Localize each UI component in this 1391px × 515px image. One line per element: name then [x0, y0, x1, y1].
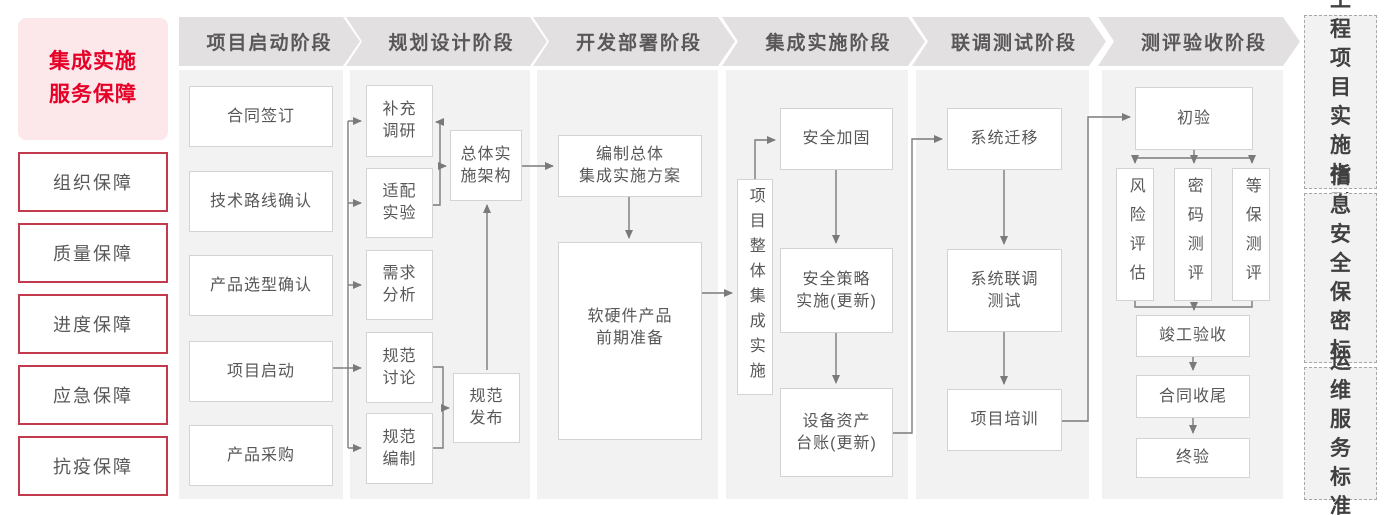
flow-step-spec-drafting: 规范 编制	[366, 413, 433, 484]
guarantee-item-organization: 组织保障	[18, 152, 168, 212]
phase-header-kickoff: 项目启动阶段	[179, 17, 360, 66]
phase-header-joint-test: 联调测试阶段	[912, 17, 1106, 66]
flow-step-contract-signing: 合同签订	[189, 86, 333, 147]
flow-step-final-acceptance: 终验	[1136, 438, 1250, 478]
phase-header-deployment: 开发部署阶段	[533, 17, 735, 66]
flow-step-asset-ledger-update: 设备资产 台账(更新)	[780, 388, 893, 477]
phase-header-planning: 规划设计阶段	[346, 17, 547, 66]
flow-step-overall-integration-plan: 编制总体 集成实施方案	[558, 135, 702, 197]
guarantee-item-emergency: 应急保障	[18, 365, 168, 425]
flow-step-risk-assessment: 风险评估	[1116, 168, 1154, 301]
flow-step-initial-acceptance: 初验	[1135, 87, 1253, 150]
guarantee-item-epidemic: 抗疫保障	[18, 436, 168, 496]
flow-step-crypto-evaluation: 密码测评	[1174, 168, 1212, 301]
flow-step-hw-sw-preparation: 软硬件产品 前期准备	[558, 242, 702, 440]
phase-header-integration: 集成实施阶段	[722, 17, 925, 66]
flow-step-security-policy-update: 安全策略 实施(更新)	[780, 248, 893, 333]
guarantee-item-quality: 质量保障	[18, 223, 168, 283]
flow-step-joint-debug-test: 系统联调 测试	[947, 249, 1062, 332]
flow-step-tech-route-confirm: 技术路线确认	[189, 171, 333, 232]
flow-step-project-training: 项目培训	[947, 389, 1062, 451]
flow-step-spec-discussion: 规范 讨论	[366, 332, 433, 403]
standard-information-security: 信息 安全 保密 标准	[1304, 165, 1377, 391]
flow-step-product-procurement: 产品采购	[189, 425, 333, 486]
flow-step-completion-acceptance: 竣工验收	[1136, 315, 1250, 357]
guarantee-item-schedule: 进度保障	[18, 294, 168, 354]
flow-step-system-migration: 系统迁移	[947, 108, 1062, 170]
flow-step-product-selection-confirm: 产品选型确认	[189, 255, 333, 316]
flow-step-supplementary-research: 补充 调研	[366, 85, 433, 157]
flow-step-overall-architecture: 总体实 施架构	[450, 130, 522, 201]
flow-step-requirement-analysis: 需求 分析	[366, 250, 433, 320]
brand-title-card: 集成实施 服务保障	[18, 18, 168, 140]
standard-project-implementation-guide: 工程 项目 实施 指引	[1304, 0, 1377, 215]
flow-step-classified-protection-evaluation: 等保测评	[1232, 168, 1270, 301]
flow-step-adaptation-experiment: 适配 实验	[366, 168, 433, 238]
flow-step-security-hardening: 安全加固	[780, 108, 893, 170]
flow-step-overall-project-integration: 项目整体集成实施	[737, 179, 773, 395]
phase-header-acceptance: 测评验收阶段	[1098, 17, 1300, 66]
standard-operation-maintenance: 运维 服务 标准	[1304, 350, 1377, 515]
flow-step-spec-release: 规范 发布	[453, 373, 520, 443]
flow-step-project-kickoff: 项目启动	[189, 341, 333, 402]
flow-step-contract-closure: 合同收尾	[1136, 375, 1250, 418]
